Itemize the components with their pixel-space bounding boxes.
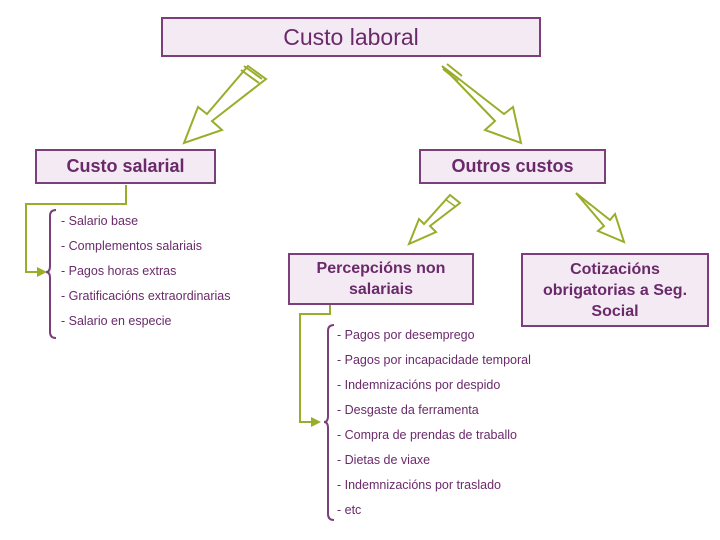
custo-salarial-box: Custo salarial bbox=[35, 149, 216, 184]
cotizacions-label-line3: Social bbox=[591, 302, 639, 320]
arrow-outros-to-percepcions bbox=[407, 193, 462, 246]
list-item: - Pagos horas extras bbox=[61, 264, 177, 278]
list-item: - Indemnizacións por despido bbox=[337, 378, 501, 392]
arrow-outros-to-cotizacions bbox=[575, 192, 626, 244]
percepcions-items-list: - Pagos por desemprego - Pagos por incap… bbox=[337, 323, 531, 523]
outros-custos-label: Outros custos bbox=[451, 156, 574, 176]
percepcions-label-line1: Percepcións non bbox=[316, 260, 446, 277]
custo-laboral-box: Custo laboral bbox=[161, 17, 541, 57]
percepcions-box: Percepcións non salariais bbox=[288, 253, 474, 305]
arrow-root-to-outros bbox=[441, 63, 523, 145]
custo-laboral-label: Custo laboral bbox=[283, 23, 419, 50]
list-item: - Salario en especie bbox=[61, 314, 172, 328]
list-item: - Pagos por incapacidade temporal bbox=[337, 353, 531, 367]
list-item: - Complementos salariais bbox=[61, 239, 203, 253]
arrow-root-to-salarial bbox=[182, 64, 268, 145]
list-item: - Compra de prendas de traballo bbox=[337, 428, 517, 442]
cotizacions-box: Cotizacións obrigatorias a Seg. Social bbox=[521, 253, 709, 327]
list-item: - etc bbox=[337, 503, 362, 517]
list-item: - Indemnizacións por traslado bbox=[337, 478, 501, 492]
outros-custos-box: Outros custos bbox=[419, 149, 606, 184]
cotizacions-label-line1: Cotizacións bbox=[570, 260, 660, 278]
list-item: - Dietas de viaxe bbox=[337, 453, 431, 467]
salarial-items-list: - Salario base - Complementos salariais … bbox=[61, 209, 231, 334]
list-item: - Pagos por desemprego bbox=[337, 328, 475, 342]
list-item: - Salario base bbox=[61, 214, 139, 228]
cotizacions-label-line2: obrigatorias a Seg. bbox=[542, 281, 688, 299]
percepcions-label-line2: salariais bbox=[348, 281, 414, 298]
list-item: - Desgaste da ferramenta bbox=[337, 403, 479, 417]
custo-salarial-label: Custo salarial bbox=[66, 156, 185, 176]
bracket-salarial bbox=[45, 209, 57, 339]
connector-percepcions-to-list bbox=[299, 305, 331, 427]
list-item: - Gratificacións extraordinarias bbox=[61, 289, 231, 303]
bracket-percepcions bbox=[323, 324, 335, 521]
